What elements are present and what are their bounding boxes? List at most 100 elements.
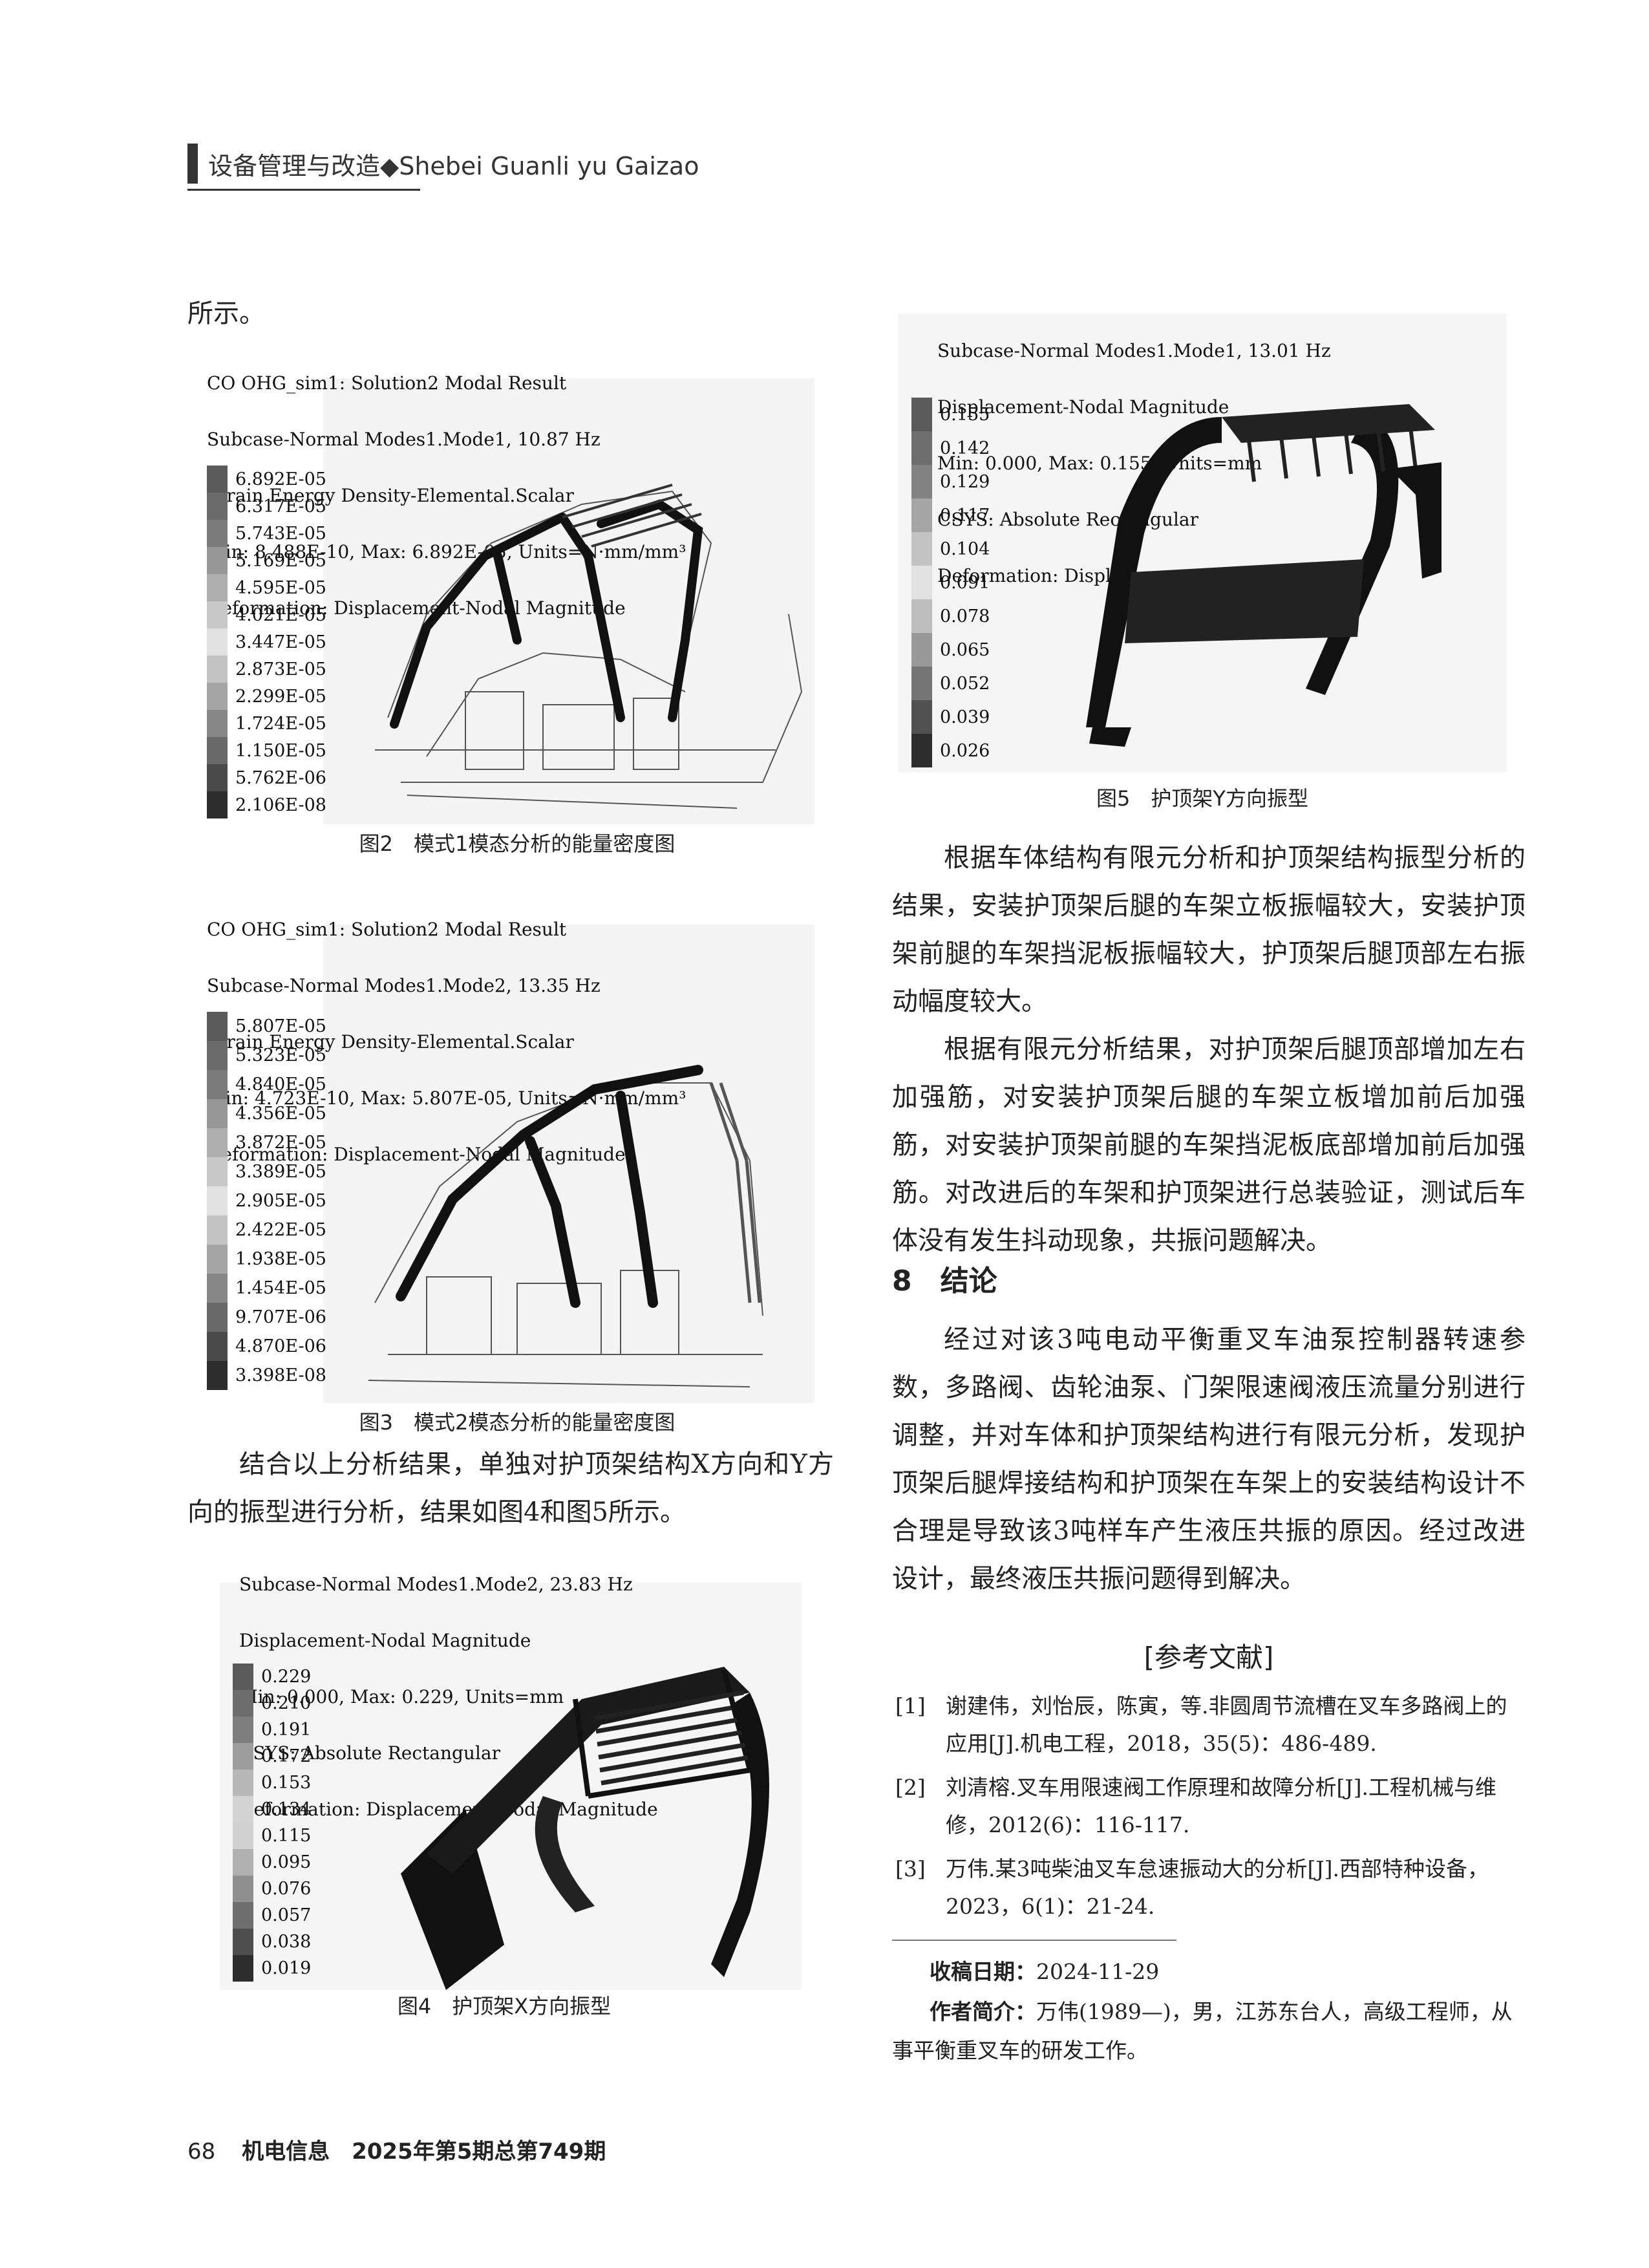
legend-swatch: [911, 465, 932, 498]
legend-swatch: [233, 1770, 253, 1796]
fig3-frame-model: [368, 1065, 763, 1387]
legend-swatch: [233, 1690, 253, 1717]
right-paragraph-1: 根据车体结构有限元分析和护顶架结构振型分析的结果，安装护顶架后腿的车架立板振幅较…: [892, 843, 1526, 1016]
legend-entry: 0.117: [911, 498, 990, 532]
legend-entry: 2.106E-08: [207, 791, 326, 818]
legend-label: 0.076: [261, 1879, 312, 1899]
legend-label: 2.905E-05: [235, 1191, 326, 1211]
legend-swatch: [207, 1215, 228, 1245]
legend-swatch: [207, 737, 228, 764]
legend-swatch: [911, 599, 932, 633]
legend-entry: 0.076: [233, 1876, 311, 1902]
legend-swatch: [207, 1012, 228, 1041]
legend-swatch: [207, 1157, 228, 1186]
legend-label: 3.398E-08: [235, 1365, 326, 1385]
legend-swatch: [207, 1274, 228, 1303]
legend-swatch: [911, 734, 932, 767]
legend-swatch: [911, 532, 932, 566]
legend-swatch: [207, 764, 228, 791]
legend-entry: 1.724E-05: [207, 710, 326, 737]
reference-2: [2] 刘清榕.叉车用限速阀工作原理和故障分析[J].工程机械与维修，2012(…: [895, 1769, 1526, 1844]
fig3-background: [323, 925, 814, 1403]
right-paragraph-2: 根据有限元分析结果，对护顶架后腿顶部增加左右加强筋，对安装护顶架后腿的车架立板增…: [892, 1034, 1526, 1256]
legend-entry: 0.057: [233, 1902, 311, 1929]
legend-entry: 5.323E-05: [207, 1041, 326, 1070]
legend-swatch: [233, 1743, 253, 1770]
legend-label: 4.840E-05: [235, 1075, 326, 1095]
legend-entry: 4.021E-05: [207, 601, 326, 628]
fig5-legend: 0.155 0.142 0.129 0.117 0.104 0.091 0.078 0.065…: [911, 398, 1041, 773]
figure-4: Subcase-Normal Modes1.Mode2, 23.83 Hz Di…: [194, 1537, 814, 2018]
legend-swatch: [233, 1929, 253, 1955]
legend-label: 1.938E-05: [235, 1249, 326, 1269]
legend-swatch: [233, 1664, 253, 1690]
legend-swatch: [207, 656, 228, 683]
legend-label: 4.021E-05: [235, 604, 326, 625]
legend-label: 3.389E-05: [235, 1162, 326, 1182]
legend-swatch: [207, 791, 228, 818]
reference-3: [3] 万伟.某3吨柴油叉车怠速振动大的分析[J].西部特种设备，2023，6(…: [895, 1850, 1526, 1925]
legend-label: 0.129: [940, 471, 990, 492]
legend-entry: 2.905E-05: [207, 1186, 326, 1215]
legend-swatch: [207, 547, 228, 574]
legend-label: 0.191: [261, 1720, 312, 1740]
legend-label: 0.142: [940, 438, 990, 458]
legend-entry: 3.447E-05: [207, 628, 326, 656]
legend-label: 5.169E-05: [235, 550, 326, 571]
legend-entry: 0.091: [911, 566, 990, 599]
legend-label: 3.872E-05: [235, 1133, 326, 1153]
legend-entry: 4.840E-05: [207, 1070, 326, 1099]
reference-1-text: 谢建伟，刘怡辰，陈寅，等.非圆周节流槽在叉车多路阀上的应用[J].机电工程，20…: [946, 1693, 1507, 1756]
legend-label: 0.104: [940, 539, 990, 559]
legend-swatch: [207, 1128, 228, 1157]
legend-entry: 0.065: [911, 633, 990, 667]
legend-label: 6.317E-05: [235, 496, 326, 517]
legend-entry: 2.299E-05: [207, 683, 326, 710]
legend-entry: 0.052: [911, 667, 990, 700]
legend-label: 5.807E-05: [235, 1016, 326, 1036]
legend-label: 1.150E-05: [235, 740, 326, 761]
intro-tail: 所示。: [187, 299, 265, 328]
legend-label: 0.078: [940, 606, 990, 626]
legend-label: 0.065: [940, 639, 990, 660]
legend-label: 0.117: [940, 505, 990, 526]
legend-entry: 0.038: [233, 1929, 311, 1955]
legend-entry: 3.389E-05: [207, 1157, 326, 1186]
legend-entry: 5.807E-05: [207, 1012, 326, 1041]
legend-label: 0.019: [261, 1958, 312, 1978]
legend-entry: 0.039: [911, 700, 990, 734]
legend-entry: 1.454E-05: [207, 1274, 326, 1303]
legend-swatch: [233, 1955, 253, 1982]
fig5-caption: 图5 护顶架Y方向振型: [1096, 786, 1308, 811]
legend-swatch: [911, 398, 932, 431]
legend-label: 5.743E-05: [235, 523, 326, 544]
legend-entry: 0.078: [911, 599, 990, 633]
legend-label: 0.039: [940, 707, 990, 727]
legend-label: 3.447E-05: [235, 632, 326, 652]
fig2-frame-model: [375, 484, 803, 809]
legend-entry: 1.150E-05: [207, 737, 326, 764]
fig4-guard-model: [401, 1667, 769, 1990]
legend-entry: 6.317E-05: [207, 493, 326, 520]
legend-swatch: [207, 1303, 228, 1332]
legend-entry: 4.356E-05: [207, 1099, 326, 1128]
legend-label: 2.873E-05: [235, 659, 326, 679]
legend-entry: 4.595E-05: [207, 574, 326, 601]
legend-entry: 0.155: [911, 398, 990, 431]
legend-label: 5.323E-05: [235, 1045, 326, 1065]
legend-entry: 2.422E-05: [207, 1215, 326, 1245]
legend-label: 0.091: [940, 572, 990, 593]
legend-swatch: [233, 1823, 253, 1849]
author-bio: 作者简介：万伟(1989—)，男，江苏东台人，高级工程师，从事平衡重叉车的研发工…: [892, 1999, 1513, 2063]
legend-swatch: [911, 566, 932, 599]
legend-swatch: [207, 628, 228, 656]
legend-entry: 0.142: [911, 431, 990, 465]
fig2-caption: 图2 模式1模态分析的能量密度图: [359, 831, 676, 856]
legend-entry: 0.019: [233, 1955, 311, 1982]
legend-label: 0.057: [261, 1905, 312, 1925]
legend-label: 6.892E-05: [235, 469, 326, 489]
legend-swatch: [207, 574, 228, 601]
legend-entry: 1.938E-05: [207, 1245, 326, 1274]
legend-label: 2.422E-05: [235, 1220, 326, 1240]
legend-swatch: [233, 1849, 253, 1876]
